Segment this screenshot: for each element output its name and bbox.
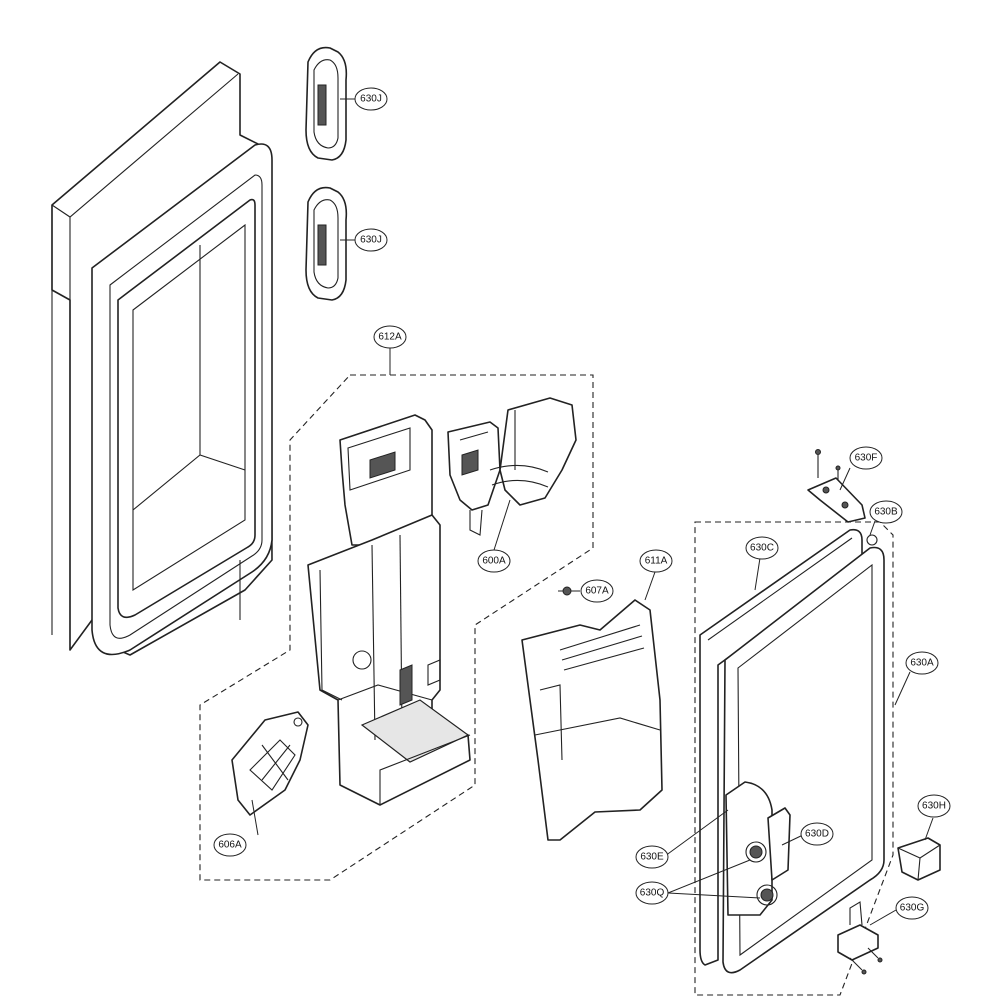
callout-630h: 630H [917,794,951,818]
svg-text:630D: 630D [805,829,829,840]
handle-cap-630h [897,837,941,881]
svg-text:612A: 612A [378,332,402,343]
svg-text:630B: 630B [874,507,898,518]
callout-600a: 600A [477,549,511,573]
clip-630j-bottom [305,186,348,301]
cover-611a [521,599,663,841]
assembly-boundary-612a [199,374,594,881]
svg-text:630F: 630F [855,453,878,464]
ice-maker [447,397,577,536]
svg-text:630A: 630A [910,658,934,669]
clip-630j-top [305,46,348,161]
svg-text:630J: 630J [360,235,382,246]
leader-lines [251,98,934,926]
svg-text:630E: 630E [640,852,664,863]
bracket-606a [231,711,309,816]
svg-text:630H: 630H [922,801,946,812]
callout-630e: 630E [635,845,669,869]
callout-630c: 630C [745,536,779,560]
dispenser-housing [307,414,471,806]
svg-text:630J: 630J [360,94,382,105]
callout-630f: 630F [849,446,883,470]
door-panel [51,61,273,656]
callout-630g: 630G [895,896,929,920]
svg-text:630G: 630G [900,903,925,914]
bottom-hinge-630g [837,901,883,975]
callout-611a: 611A [639,549,673,573]
svg-text:630Q: 630Q [640,888,665,899]
handle-assembly [725,781,791,916]
callout-607a: 607A [580,579,614,603]
screw-607a [558,586,572,596]
callout-606a: 606A [213,833,247,857]
svg-text:600A: 600A [482,556,506,567]
svg-text:611A: 611A [645,556,668,567]
top-hinge-630f [807,449,866,523]
callout-630d: 630D [800,822,834,846]
svg-text:606A: 606A [218,840,242,851]
callout-630j-bottom: 630J [354,228,388,252]
callout-630a: 630A [905,651,939,675]
callout-630j-top: 630J [354,87,388,111]
svg-text:630C: 630C [750,543,774,554]
callout-630b: 630B [869,500,903,524]
part-630b [866,534,878,546]
svg-text:607A: 607A [585,586,609,597]
gasket-630c [699,528,863,966]
callout-612a: 612A [373,325,407,349]
callout-630q: 630Q [635,881,669,905]
